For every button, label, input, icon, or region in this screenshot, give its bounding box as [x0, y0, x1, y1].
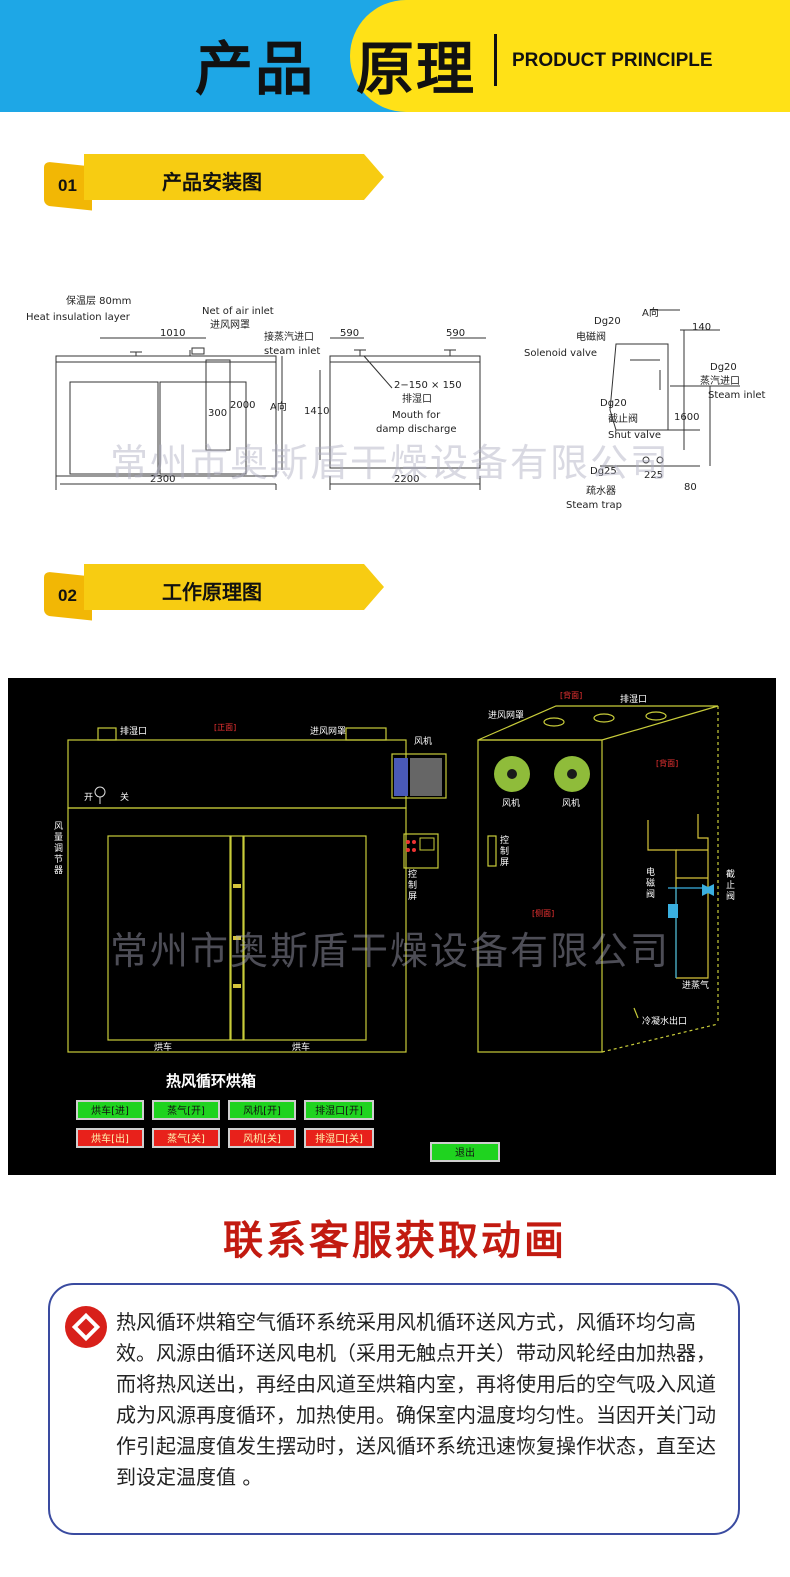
steam-on-button[interactable]: 蒸气[开] — [152, 1100, 220, 1120]
watermark-2: 常州市奥斯盾干燥设备有限公司 — [110, 929, 671, 973]
label-shut-en: Shut valve — [608, 430, 661, 441]
label-control-screen-left: 控制屏 — [408, 870, 418, 902]
dim-225: 225 — [644, 470, 663, 481]
contact-headline: 联系客服获取动画 — [223, 1218, 567, 1264]
section-number: 02 — [58, 586, 77, 605]
label-damp-right: 排湿口 — [620, 693, 647, 705]
label-dg20-top: Dg20 — [594, 316, 621, 327]
label-mouth-en-2: damp discharge — [376, 424, 456, 435]
dim-1410: 1410 — [304, 406, 329, 417]
label-switch-off: 关 — [120, 791, 129, 803]
label-insulation-cn: 保温层 80mm — [66, 294, 131, 307]
label-shutoff: 截止阀 — [726, 870, 736, 902]
dim-140: 140 — [692, 322, 711, 333]
section-header-02: 02 工作原理图 — [40, 562, 385, 624]
label-cart-left: 烘车 — [154, 1041, 172, 1053]
label-control-screen-right: 控制屏 — [500, 836, 510, 868]
fan-on-button[interactable]: 风机[开] — [228, 1100, 296, 1120]
installation-drawing: 保温层 80mm Heat insulation layer Net of ai… — [26, 294, 766, 511]
label-air-inlet-en: Net of air inlet — [202, 306, 274, 317]
steam-off-button[interactable]: 蒸气[关] — [152, 1128, 220, 1148]
label-rear-top: [背面] — [560, 690, 582, 700]
dim-1600: 1600 — [674, 412, 699, 423]
label-dg20-right: Dg20 — [710, 362, 737, 373]
label-front: [正面] — [214, 723, 236, 732]
section-header-01: 01 产品安装图 — [40, 152, 385, 214]
banner-title-principle: 原理 — [356, 35, 477, 103]
dim-590-a: 590 — [340, 328, 359, 339]
label-air-inlet-right: 进风网罩 — [488, 710, 524, 721]
label-solenoid-en: Solenoid valve — [524, 348, 597, 359]
label-shut-cn: 截止阀 — [608, 412, 638, 425]
header-banner: 产品 原理 PRODUCT PRINCIPLE — [0, 0, 790, 112]
section-ribbon — [84, 154, 384, 200]
label-trap-en: Steam trap — [566, 500, 622, 511]
dim-2000: 2000 — [230, 400, 255, 411]
description-text: 热风循环烘箱空气循环系统采用风机循环送风方式，风循环均匀高效。风源由循环送风电机… — [116, 1310, 716, 1489]
label-fan-b: 风机 — [562, 797, 580, 809]
schematic-title: 热风循环烘箱 — [166, 1072, 257, 1090]
damp-on-button[interactable]: 排湿口[开] — [304, 1100, 374, 1120]
label-air-inlet-left: 进风网罩 — [310, 726, 346, 737]
label-cart-right: 烘车 — [292, 1041, 310, 1053]
cart-in-button[interactable]: 烘车[进] — [76, 1100, 144, 1120]
dim-590-b: 590 — [446, 328, 465, 339]
label-rear-side: [背面] — [656, 758, 678, 768]
label-steam-en: steam inlet — [264, 346, 320, 357]
dim-300: 300 — [208, 408, 227, 419]
label-mouth-cn: 排湿口 — [402, 392, 432, 405]
label-solenoid: 电磁阀 — [646, 868, 656, 900]
label-insulation-en: Heat insulation layer — [26, 312, 131, 323]
fan-off-button[interactable]: 风机[关] — [228, 1128, 296, 1148]
label-fan-left: 风机 — [414, 735, 432, 747]
section-number: 01 — [58, 176, 77, 195]
banner-divider — [494, 34, 497, 86]
exit-button[interactable]: 退出 — [430, 1142, 500, 1162]
dim-2300: 2300 — [150, 474, 175, 485]
section-ribbon — [84, 564, 384, 610]
watermark-1: 常州市奥斯盾干燥设备有限公司 — [110, 441, 671, 485]
banner-yellow-pill — [350, 0, 790, 112]
damp-off-button[interactable]: 排湿口[关] — [304, 1128, 374, 1148]
section-label: 产品安装图 — [162, 170, 262, 194]
label-switch-on: 开 — [84, 792, 93, 803]
label-steam-cn: 接蒸汽进口 — [264, 330, 314, 343]
dim-80: 80 — [684, 482, 697, 493]
label-dg20-mid: Dg20 — [600, 398, 627, 409]
schematic-lines: 排湿口 进风网罩 风机 开 关 烘车 烘车 进风网罩 排湿口 风机 风机 进蒸气… — [67, 690, 719, 1053]
label-side: [侧面] — [532, 908, 554, 918]
label-dg25: Dg25 — [590, 466, 617, 477]
banner-title-product: 产品 — [195, 35, 316, 103]
banner-subtitle: PRODUCT PRINCIPLE — [512, 50, 713, 71]
label-mouth-size: 2−150 × 150 — [394, 380, 462, 391]
label-trap-cn: 疏水器 — [586, 484, 616, 497]
working-principle-schematic: 排湿口 进风网罩 风机 开 关 烘车 烘车 进风网罩 排湿口 风机 风机 进蒸气… — [8, 678, 776, 1175]
label-condensate: 冷凝水出口 — [642, 1015, 687, 1027]
label-solenoid-cn: 电磁阀 — [576, 330, 606, 343]
label-damp-left: 排湿口 — [120, 725, 147, 737]
label-damper-vertical: 风量调节器 — [54, 822, 64, 876]
label-mouth-en-1: Mouth for — [392, 410, 441, 421]
dim-2200: 2200 — [394, 474, 419, 485]
cart-out-button[interactable]: 烘车[出] — [76, 1128, 144, 1148]
description-box: 热风循环烘箱空气循环系统采用风机循环送风方式，风循环均匀高效。风源由循环送风电机… — [48, 1283, 740, 1535]
diamond-badge-icon — [65, 1306, 107, 1348]
label-a-direction-2: A向 — [642, 306, 659, 319]
label-a-direction: A向 — [270, 400, 287, 413]
dim-1010: 1010 — [160, 328, 185, 339]
label-steam-in-cn: 蒸汽进口 — [700, 374, 740, 387]
label-fan-a: 风机 — [502, 797, 520, 809]
label-air-inlet-cn: 进风网罩 — [210, 319, 250, 331]
label-steam-in-en: Steam inlet — [708, 390, 766, 401]
section-label: 工作原理图 — [162, 580, 262, 604]
label-steam-in: 进蒸气 — [682, 979, 709, 991]
